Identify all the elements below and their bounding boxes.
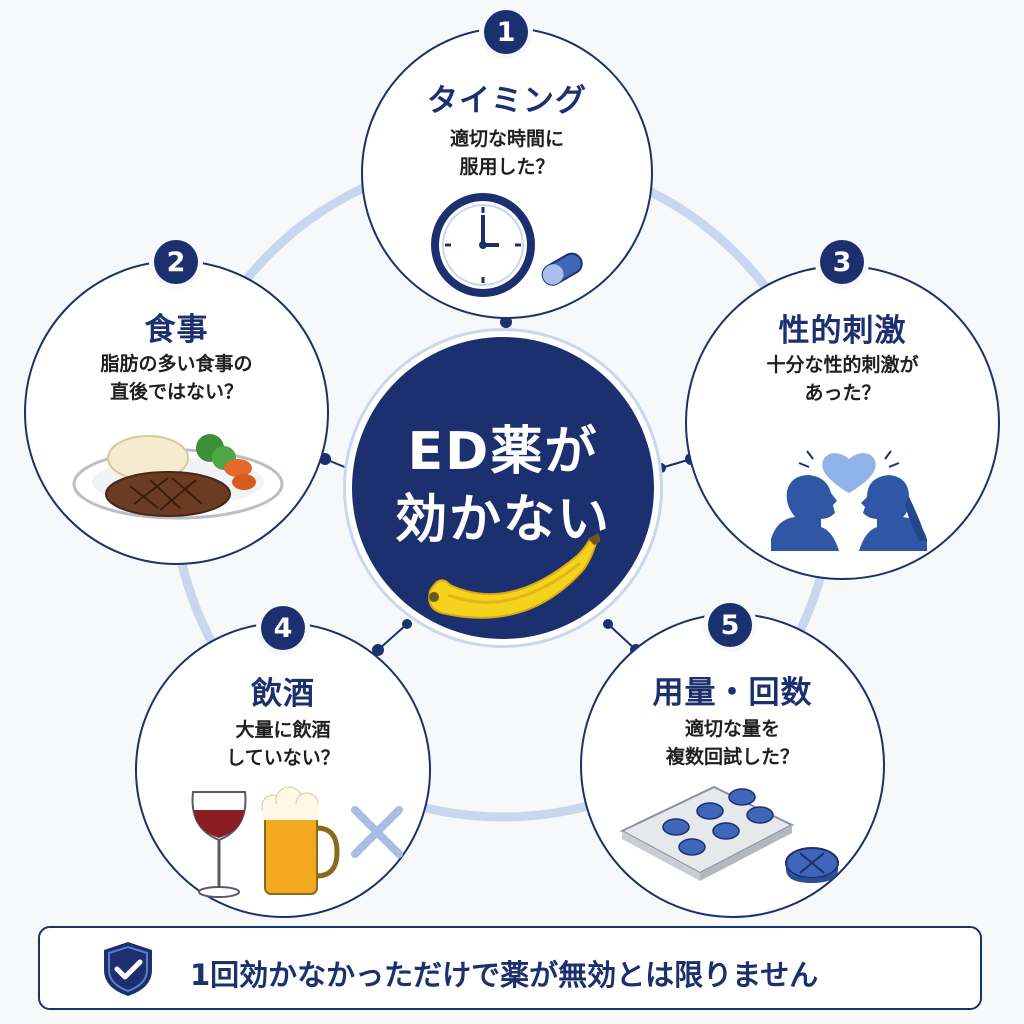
description-line: 服用した？ [459,156,555,178]
number-badge-4: 4 [261,606,305,650]
description-line: 脂肪の多い食事の [100,353,253,375]
description-line: 十分な性的刺激が [766,354,919,376]
factor-node-stimulation: 性的刺激 十分な性的刺激が あった？ [685,265,1000,580]
footer-text: 1回効かなかっただけで薬が無効とは限りません [190,958,819,992]
center-circle: ED薬が 効かない [352,337,654,639]
factor-title: タイミング [427,83,587,119]
connector-dot [500,316,512,328]
factor-node-meal: 食事 脂肪の多い食事の 直後ではない？ [24,260,329,565]
factor-node-alcohol: 飲酒 大量に飲酒 していない？ [135,622,431,918]
factor-description: 適切な量を 複数回試した？ [582,715,883,771]
description-line: していない？ [226,747,340,769]
banana-icon [428,533,600,619]
description-line: 複数回試した？ [665,746,799,768]
connector-dot [656,463,666,473]
couple-heart-icon [771,450,927,551]
footer-note: 1回効かなかっただけで薬が無効とは限りません [38,926,982,1010]
steak-plate-icon [72,434,284,520]
description-line: 適切な時間に [449,128,564,150]
center-title-line2: 効かない [394,490,611,550]
factor-node-timing: タイミング 適切な時間に 服用した？ [361,27,653,319]
factor-description: 十分な性的刺激が あった？ [687,351,998,407]
number-badge-3: 3 [820,240,864,284]
description-line: あった？ [804,382,881,404]
connector-dot [603,619,613,629]
connector-dot [402,619,412,629]
factor-title: 性的刺激 [778,313,907,349]
pill-blister-icon [619,785,839,883]
connector-4 [377,623,408,651]
wine-beer-cross-icon [191,786,403,898]
factor-title: 飲酒 [251,676,315,712]
factor-node-dosage: 用量・回数 適切な量を 複数回試した？ [580,613,885,918]
shield-check-icon [104,942,152,996]
connector-5 [607,623,637,651]
description-line: 大量に飲酒 [235,719,331,741]
factor-description: 適切な時間に 服用した？ [363,125,651,181]
center-title-line1: ED薬が [407,422,599,482]
factor-title: 用量・回数 [652,675,813,711]
number-badge-1: 1 [484,10,528,54]
factor-description: 脂肪の多い食事の 直後ではない？ [26,350,327,406]
description-line: 直後ではない？ [109,381,243,403]
factor-title: 食事 [144,312,209,348]
number-badge-2: 2 [154,240,198,284]
clock-icon [431,193,583,297]
connector-dot [372,644,384,656]
description-line: 適切な量を [684,718,780,740]
number-badge-5: 5 [708,603,752,647]
factor-description: 大量に飲酒 していない？ [137,716,429,772]
